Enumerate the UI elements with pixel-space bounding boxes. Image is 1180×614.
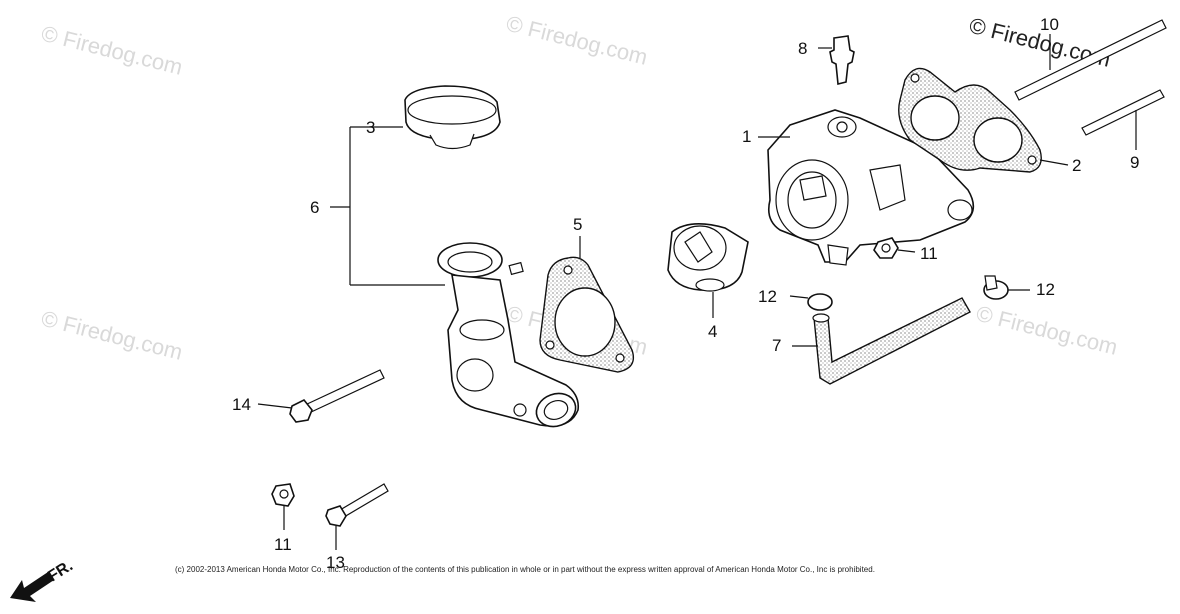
part-7-hose — [792, 297, 971, 385]
callout-5: 5 — [573, 215, 582, 234]
callout-12-right: 12 — [1036, 280, 1055, 299]
part-12-clamp-left — [789, 293, 833, 311]
part-11-nut-lower — [271, 483, 295, 530]
part-3-cap — [404, 85, 501, 150]
callout-11-upper: 11 — [920, 244, 938, 263]
watermark: © Firedog.com — [974, 301, 1120, 360]
part-2-gasket — [898, 67, 1069, 173]
callout-13: 13 — [326, 553, 345, 572]
part-10-stud — [1014, 19, 1167, 101]
leader-6-bracket — [330, 126, 445, 286]
callout-8: 8 — [798, 39, 807, 58]
callout-11-lower: 11 — [274, 535, 292, 554]
callout-labels: 1 2 3 4 5 6 7 8 9 10 11 11 12 12 13 14 — [232, 15, 1139, 572]
part-4-thermostat — [667, 223, 749, 318]
part-14-bolt — [257, 369, 385, 423]
part-9-stud — [1081, 89, 1165, 150]
callout-10: 10 — [1040, 15, 1059, 34]
callout-2: 2 — [1072, 156, 1081, 175]
callout-6: 6 — [310, 198, 319, 217]
callout-1: 1 — [742, 127, 751, 146]
callout-9: 9 — [1130, 153, 1139, 172]
part-13-bolt — [325, 483, 389, 550]
front-direction-indicator: FR. — [10, 557, 76, 602]
watermark: © Firedog.com — [39, 306, 185, 365]
callout-4: 4 — [708, 322, 717, 341]
front-arrow-icon — [10, 572, 54, 602]
callout-12-left: 12 — [758, 287, 777, 306]
watermark: © Firedog.com — [504, 11, 650, 70]
part-6-filler-neck — [437, 242, 580, 428]
copyright-notice: (c) 2002-2013 American Honda Motor Co., … — [175, 565, 875, 574]
callout-3: 3 — [366, 118, 375, 137]
part-12-clamp-right — [983, 275, 1030, 300]
part-5-gasket — [539, 236, 635, 373]
part-11-nut-upper — [873, 237, 916, 259]
watermark: © Firedog.com — [39, 21, 185, 80]
callout-7: 7 — [772, 336, 781, 355]
callout-14: 14 — [232, 395, 251, 414]
part-8-bleed-bolt — [818, 35, 855, 86]
